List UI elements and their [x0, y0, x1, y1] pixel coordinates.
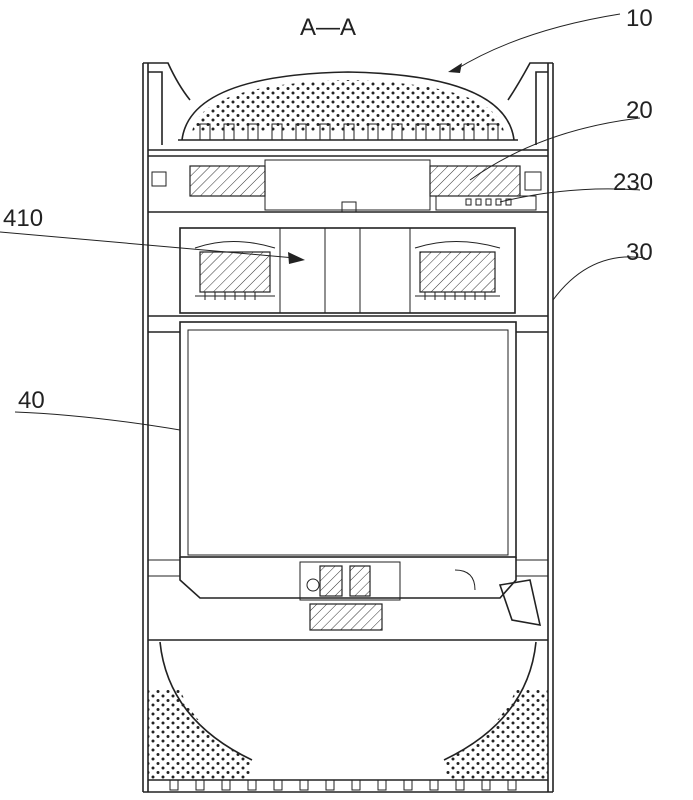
component-230: [435, 195, 537, 211]
motor-assembly: [148, 227, 548, 317]
label-10: 10: [626, 5, 653, 32]
arrow-head-icon: [288, 252, 305, 264]
section-title: A—A: [300, 14, 356, 41]
top-cover-dome: [178, 71, 518, 141]
container: [147, 321, 549, 599]
label-410: 410: [3, 205, 43, 232]
arrow-head-icon: [448, 63, 462, 73]
leader-lines: [0, 13, 646, 431]
bottom-mechanism: [148, 561, 548, 641]
circuit-board: [148, 149, 548, 213]
label-230: 230: [613, 169, 653, 196]
outer-housing: [142, 62, 554, 793]
bottom-grille: [148, 641, 548, 791]
label-40: 40: [18, 387, 45, 414]
label-30: 30: [626, 239, 653, 266]
label-20: 20: [626, 97, 653, 124]
